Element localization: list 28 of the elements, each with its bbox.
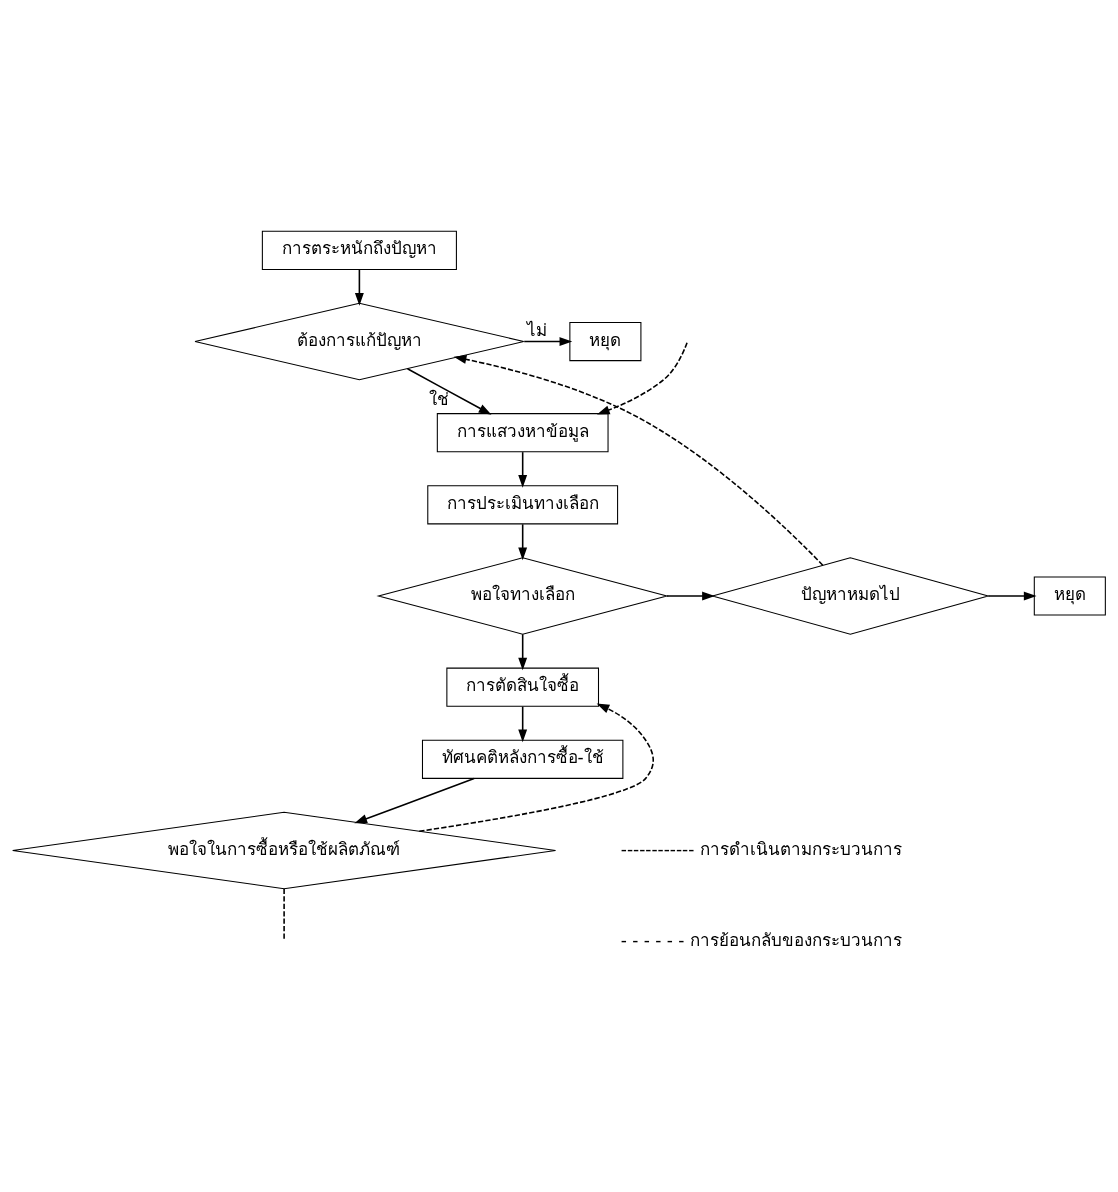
node-box: การตัดสินใจซื้อ [446,667,600,707]
arrow [518,633,528,671]
node-diamond: ต้องการแก้ปัญหา [194,302,525,381]
arrow [518,523,528,561]
node-diamond: พอใจทางเลือก [376,557,669,635]
legend-label: - - - - - - การย้อนกลับของกระบวนการ [620,929,902,950]
node-box: ทัศนคติหลังการซื้อ-ใช้ [421,739,624,779]
arrow [523,337,573,346]
arrow [406,368,492,415]
edge-label: ใช่ [428,388,449,409]
arrow [596,341,688,415]
arrow [666,591,715,601]
node-diamond: ปัญหาหมดไป [710,557,991,635]
arrow [354,269,364,306]
arrow [453,355,824,566]
arrow [518,451,528,488]
arrow [518,705,528,743]
arrow [354,777,475,824]
node-box: หยุด [1033,576,1106,616]
legend-label: ------------ การดำเนินตามกระบวนการ [620,838,902,859]
node-box: การแสวงหาข้อมูล [436,413,609,453]
arrow [418,703,655,833]
edge-label: ไม่ [527,320,548,340]
arrow [987,591,1037,601]
node-box: การประเมินทางเลือก [427,485,619,525]
node-box: หยุด [569,321,642,362]
connector [283,888,285,942]
node-box: การตระหนักถึงปัญหา [261,230,457,270]
